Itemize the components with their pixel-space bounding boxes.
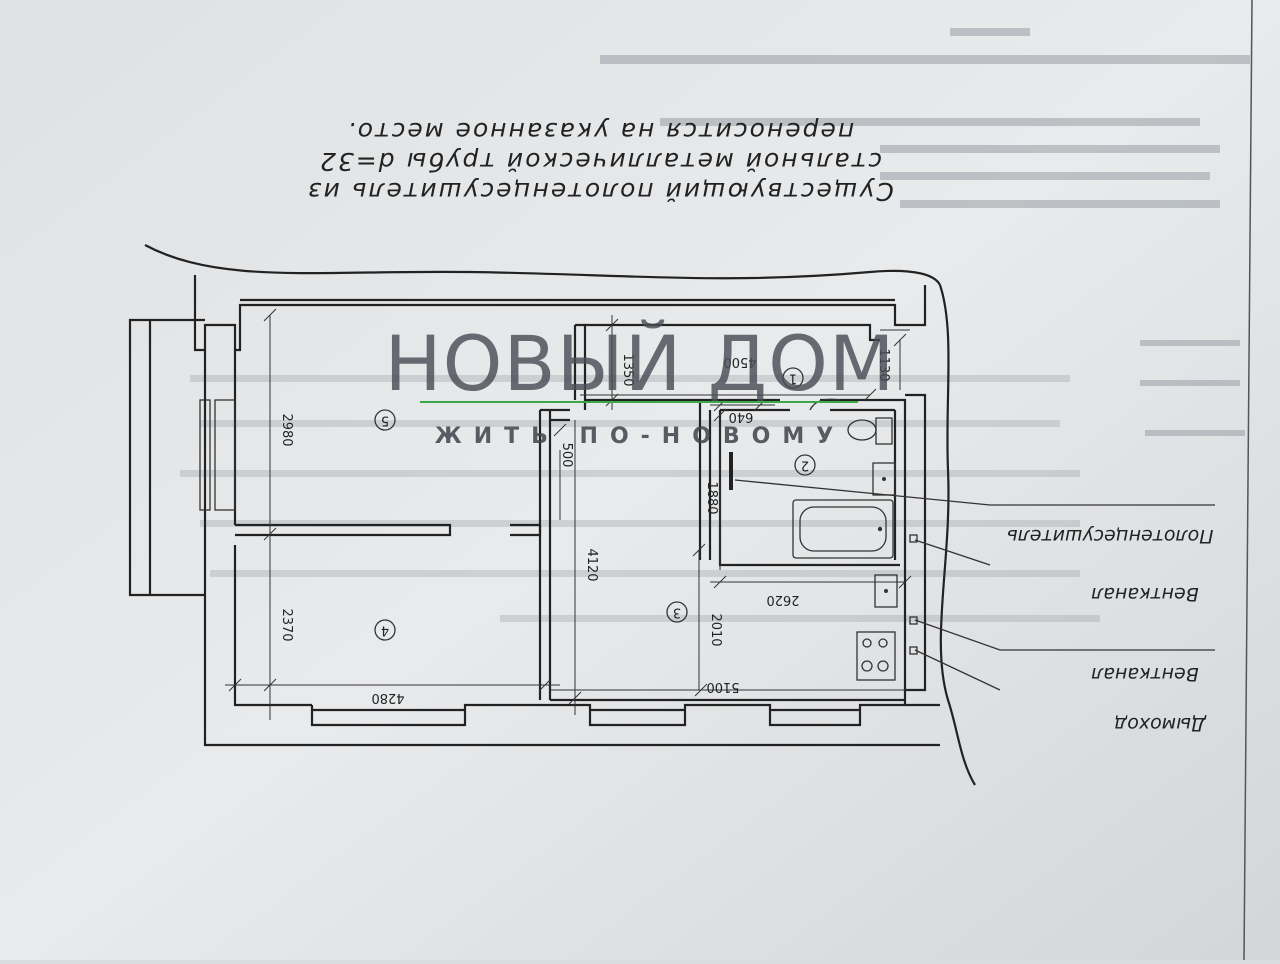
dim-2620: 2620 [766,592,799,607]
note-line-1: Существующий полотенцесушитель из [306,177,893,206]
dim-4500: 4500 [723,354,756,369]
vent-icon-1 [909,534,918,543]
watermark-subtitle: ЖИТЬ ПО-НОВОМУ [435,424,845,449]
room-markers: 1 2 3 4 5 [374,367,816,641]
dim-1350: 1350 [620,353,635,386]
room-5-circle [374,409,396,431]
fixtures [729,398,918,681]
room-2-circle [794,454,816,476]
towel-dryer-label: Полотенцесушитель [1006,525,1213,547]
dim-2370: 2370 [279,608,294,641]
room-4-number: 4 [381,623,389,638]
vent-label-2: Вентканал [1091,663,1199,685]
sheet-border-line [1243,0,1253,961]
break-line-top [144,244,941,286]
room-4-circle [374,619,396,641]
bathtub-icon [792,499,894,559]
dim-1130: 1130 [876,348,891,381]
room-3-number: 3 [673,605,681,620]
towel-dryer-icon [729,452,733,490]
note-block: Существующий полотенцесушитель из стальн… [306,117,893,206]
toilet-icon [847,417,893,445]
room-2-number: 2 [801,458,809,473]
room-1-circle [782,367,804,389]
chimney-label: Дымоход [1114,713,1207,735]
dim-500: 500 [559,443,574,468]
dim-1880: 1880 [704,481,719,514]
dimension-lines [225,308,912,720]
break-line-right [938,284,976,786]
watermark-title: НОВЫЙ ДОМ [385,318,896,408]
leader-lines [734,479,1215,691]
callout-labels: Полотенцесушитель Вентканал Вентканал Ды… [1006,525,1213,735]
stove-icon [856,631,896,681]
room-5-number: 5 [381,413,389,428]
watermark: НОВЫЙ ДОМ ЖИТЬ ПО-НОВОМУ [385,318,896,449]
dim-2980: 2980 [279,413,294,446]
dimension-labels: 2980 2370 4280 4120 5100 2010 2620 1880 … [279,348,891,705]
note-line-2: стальной металлической трубы d=32 [318,147,882,176]
room-3-circle [666,601,688,623]
dim-4280: 4280 [371,690,404,705]
note-line-3: переносится на указанное место. [346,117,854,146]
kitchen-sink-icon [874,574,898,608]
door-swing-icon [809,398,841,411]
dim-5100: 5100 [706,679,739,694]
dim-4120: 4120 [584,548,599,581]
dim-2010: 2010 [708,613,723,646]
walls [128,275,940,747]
dim-640: 640 [729,409,754,424]
vent-label-1: Вентканал [1091,583,1199,605]
show-through-text [180,28,1250,622]
room-1-number: 1 [789,371,797,386]
